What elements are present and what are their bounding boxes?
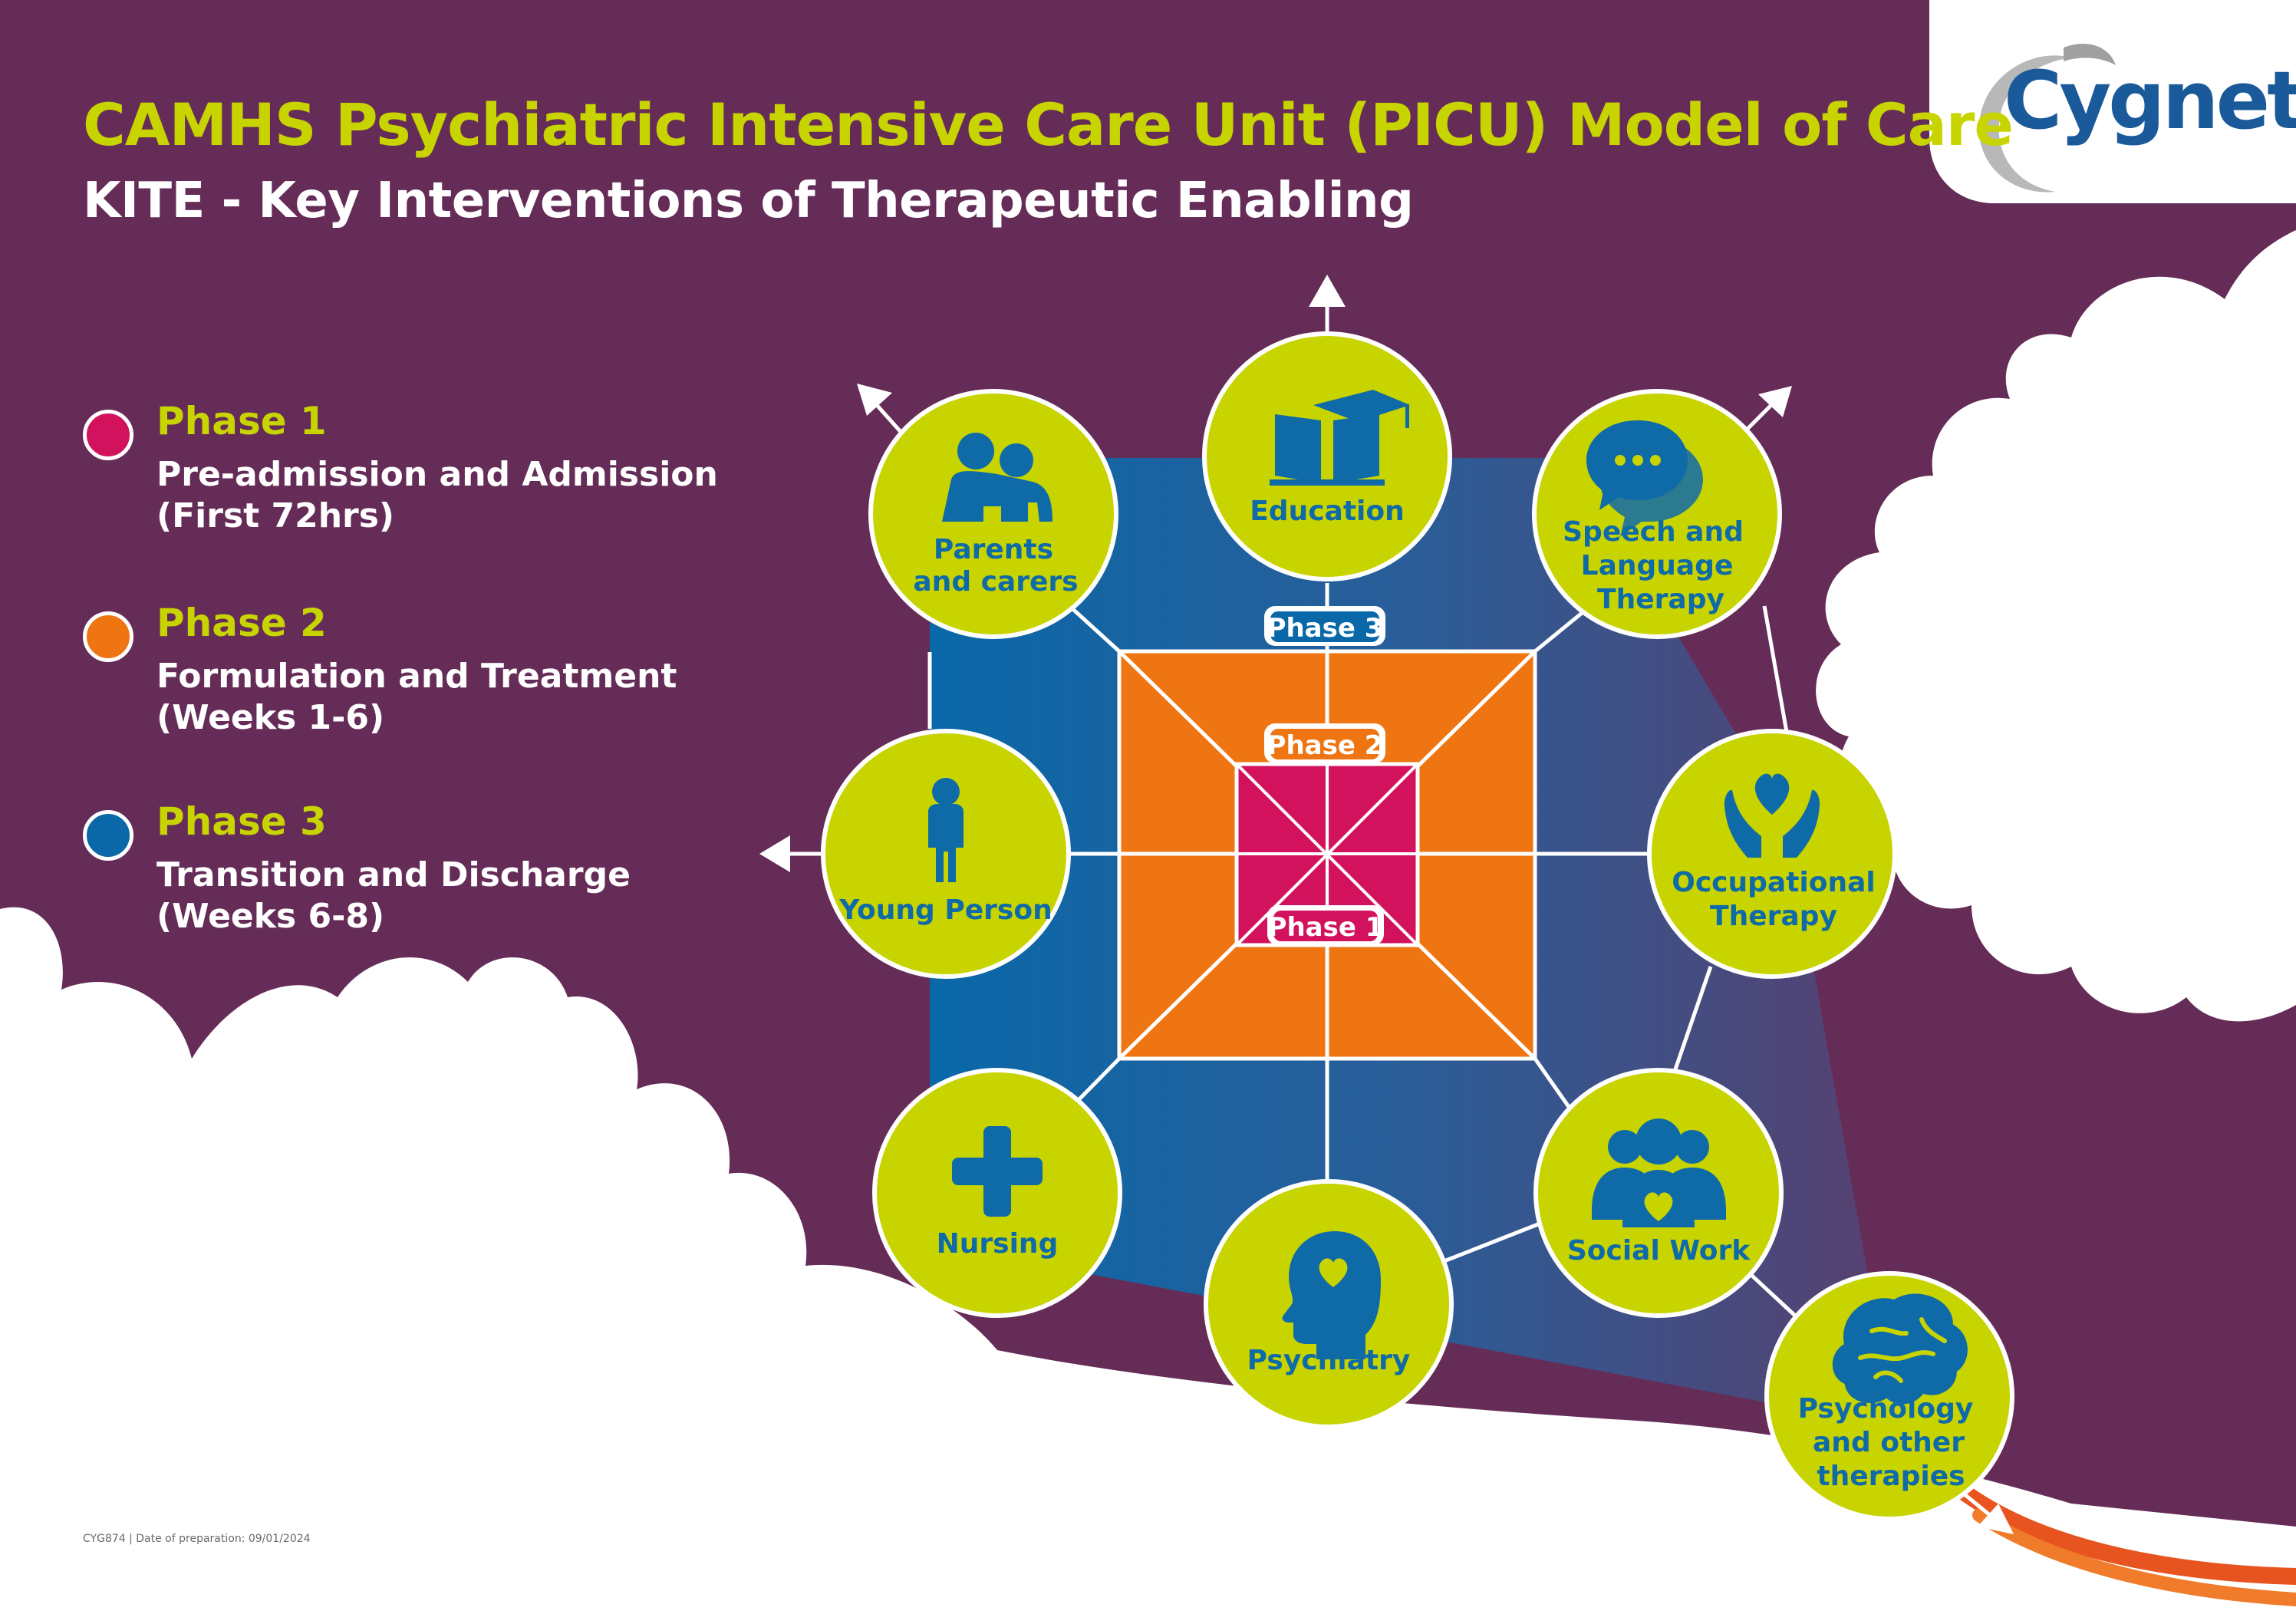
cygnet-logo: Cygnet: [2004, 54, 2296, 147]
node-nursing-label: Nursing: [937, 1228, 1059, 1260]
node-psychology-line3: therapies: [1817, 1461, 1965, 1492]
legend-phase1-title: Phase 1: [156, 399, 327, 443]
node-psychology-line1: Psychology: [1798, 1393, 1974, 1425]
clouds-right: [1816, 230, 2296, 1022]
speech-bubbles-icon: [1586, 420, 1703, 537]
clouds-bottom: [0, 907, 2296, 1624]
legend-phase1-line1: Pre-admission and Admission: [156, 455, 718, 494]
arrow-left-icon: [759, 835, 822, 872]
legend-phase3-line2: (Weeks 6-8): [156, 897, 385, 936]
node-parents-line1: Parents: [934, 534, 1053, 565]
node-speech-line1: Speech and: [1563, 516, 1744, 548]
brain-icon: [1832, 1293, 1968, 1405]
node-occupational-line1: Occupational: [1672, 867, 1876, 898]
node-social-work: Social Work: [1533, 1068, 1784, 1318]
phase1-tag: Phase 1: [1267, 905, 1384, 945]
logo-tab: [1929, 0, 2296, 203]
node-occupational-line2: Therapy: [1710, 901, 1837, 932]
node-psychiatry-label: Psychiatry: [1247, 1345, 1411, 1376]
book-graduation-cap-icon: [1270, 390, 1410, 486]
node-speech-line3: Therapy: [1597, 584, 1724, 615]
node-nursing: Nursing: [872, 1068, 1122, 1318]
node-education: Education: [1202, 331, 1452, 581]
phase2-tag-label: Phase 2: [1267, 730, 1383, 761]
node-parents-line2: and carers: [913, 566, 1078, 598]
legend-phase3-desc: Transition and Discharge (Weeks 6-8): [156, 855, 631, 937]
hands-heart-icon: [1724, 773, 1820, 858]
node-parents-carers: Parents and carers: [868, 389, 1118, 639]
group-heart-icon: [1592, 1118, 1726, 1227]
phase2-tag: Phase 2: [1264, 723, 1385, 763]
phase1-dot-icon: [83, 410, 133, 460]
legend-phase2-line1: Formulation and Treatment: [156, 657, 677, 696]
node-social-work-label: Social Work: [1567, 1235, 1751, 1267]
node-young-person: Young Person: [821, 729, 1071, 979]
node-speech-language-therapy: Speech and Language Therapy: [1532, 389, 1782, 639]
page-subtitle: KITE - Key Interventions of Therapeutic …: [83, 173, 1414, 229]
legend-phase2-title: Phase 2: [156, 601, 327, 645]
arrow-up-icon: [1309, 275, 1346, 334]
legend-phase1-desc: Pre-admission and Admission (First 72hrs…: [156, 454, 718, 537]
phase3-tag: Phase 3: [1264, 606, 1385, 646]
phase3-dot-icon: [83, 810, 133, 861]
node-psychology-line2: and other: [1813, 1427, 1965, 1458]
legend-phase1-line2: (First 72hrs): [156, 496, 395, 535]
page-title: CAMHS Psychiatric Intensive Care Unit (P…: [83, 91, 2014, 159]
phase3-tag-label: Phase 3: [1267, 613, 1383, 644]
footer-note: CYG874 | Date of preparation: 09/01/2024: [83, 1533, 311, 1545]
node-psychiatry: Psychiatry: [1204, 1179, 1454, 1429]
arrows: [759, 275, 2014, 1534]
legend-phase3-title: Phase 3: [156, 799, 327, 844]
person-icon: [928, 778, 964, 882]
family-icon: [942, 433, 1052, 522]
node-occupational-therapy: Occupational Therapy: [1647, 729, 1897, 979]
plus-cross-icon: [952, 1126, 1043, 1217]
phase1-tag-label: Phase 1: [1268, 912, 1384, 943]
phase2-dot-icon: [83, 611, 133, 662]
node-education-label: Education: [1250, 496, 1405, 527]
node-speech-line2: Language: [1581, 550, 1734, 581]
legend-phase2-desc: Formulation and Treatment (Weeks 1-6): [156, 656, 677, 739]
node-young-person-label: Young Person: [838, 894, 1052, 926]
node-psychology-therapies: Psychology and other therapies: [1764, 1271, 2014, 1521]
legend-phase2-line2: (Weeks 1-6): [156, 698, 385, 737]
head-heart-icon: [1282, 1231, 1381, 1359]
logo-swirl-icon: [1978, 43, 2116, 193]
legend-phase3-line1: Transition and Discharge: [156, 855, 631, 894]
